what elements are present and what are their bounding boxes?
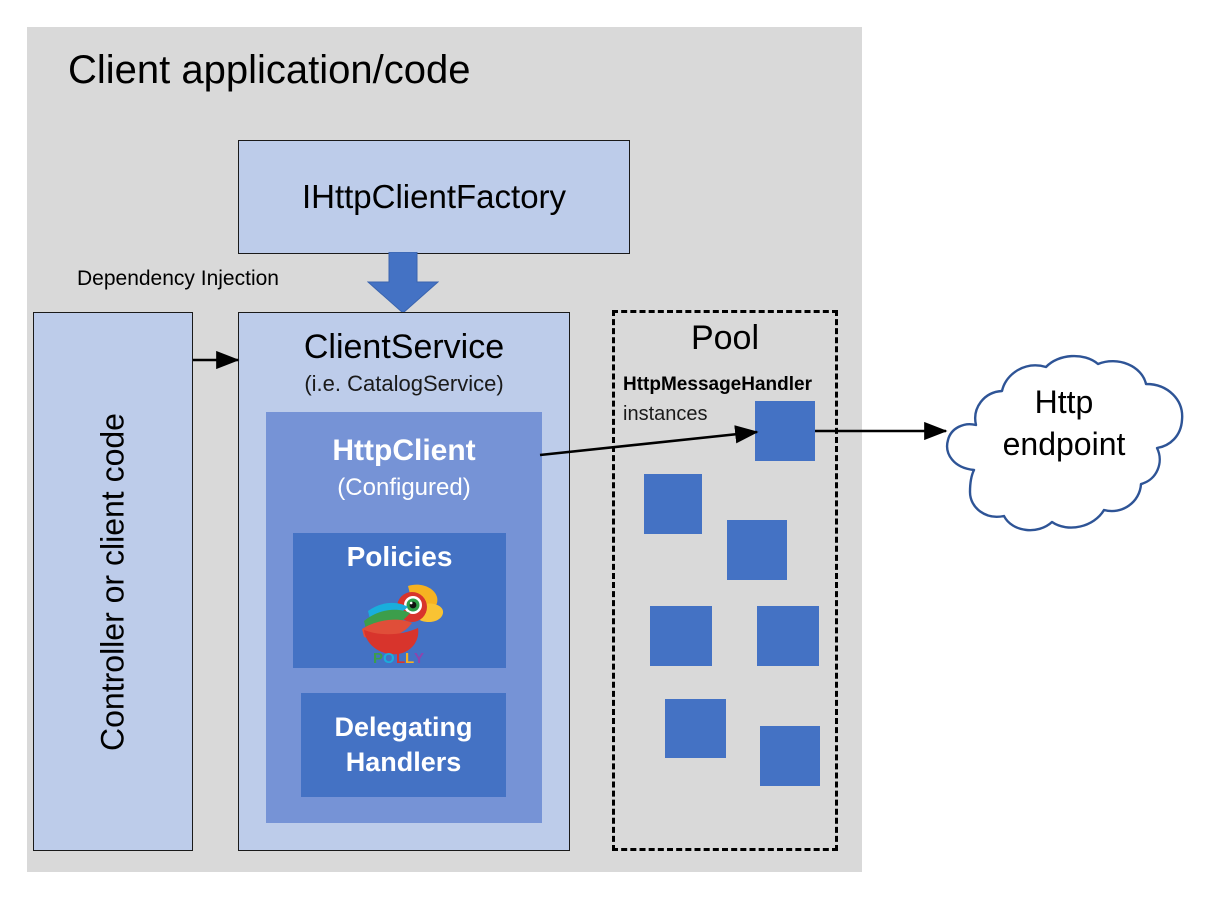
pool-instance-square[interactable] [760, 726, 820, 786]
polly-parrot-logo-icon: P O L L Y [361, 584, 443, 664]
controller-or-client-code-box[interactable]: Controller or client code [33, 312, 193, 851]
http-endpoint-cloud[interactable]: Http endpoint [938, 352, 1190, 537]
pool-instance-square[interactable] [650, 606, 712, 666]
httpclient-subtitle: (Configured) [337, 474, 471, 501]
cloud-icon [945, 354, 1184, 532]
clientservice-title: ClientService [303, 328, 505, 366]
controller-label: Controller or client code [94, 412, 131, 751]
http-endpoint-label: Http endpoint [938, 382, 1190, 465]
pool-instance-square[interactable] [727, 520, 787, 580]
dependency-injection-label: Dependency Injection [77, 267, 279, 290]
pool-subtitle-bold: HttpMessageHandler [623, 374, 812, 395]
clientservice-subtitle: (i.e. CatalogService) [304, 371, 504, 396]
pool-subtitle-normal: instances [623, 403, 708, 425]
httpclient-title: HttpClient [332, 434, 476, 467]
delegating-handlers-label: Delegating Handlers [301, 693, 506, 797]
ihttpclientfactory-box[interactable]: IHttpClientFactory [238, 140, 630, 254]
pool-instance-square[interactable] [665, 699, 726, 758]
delegating-handlers-line1: Delegating [334, 712, 473, 743]
pool-instance-square[interactable] [644, 474, 702, 534]
pool-container[interactable]: Pool HttpMessageHandler instances [612, 310, 838, 851]
svg-text:P: P [373, 650, 383, 664]
http-endpoint-line2: endpoint [1002, 425, 1126, 462]
svg-text:L: L [396, 650, 405, 664]
page-title: Client application/code [68, 48, 471, 92]
ihttpclientfactory-label: IHttpClientFactory [301, 178, 567, 215]
pool-instance-square[interactable] [757, 606, 819, 666]
policies-box[interactable]: Policies P O L L Y [293, 533, 506, 668]
delegating-handlers-line2: Handlers [345, 747, 462, 777]
delegating-handlers-box[interactable]: Delegating Handlers [301, 693, 506, 797]
policies-title: Policies [346, 541, 453, 572]
svg-text:Y: Y [414, 650, 424, 664]
pool-title: Pool [690, 319, 760, 357]
http-endpoint-line1: Http [1034, 384, 1094, 420]
svg-text:L: L [405, 650, 414, 664]
svg-text:O: O [383, 650, 395, 664]
pool-instance-square[interactable] [755, 401, 815, 461]
down-block-arrow-icon [367, 252, 439, 314]
